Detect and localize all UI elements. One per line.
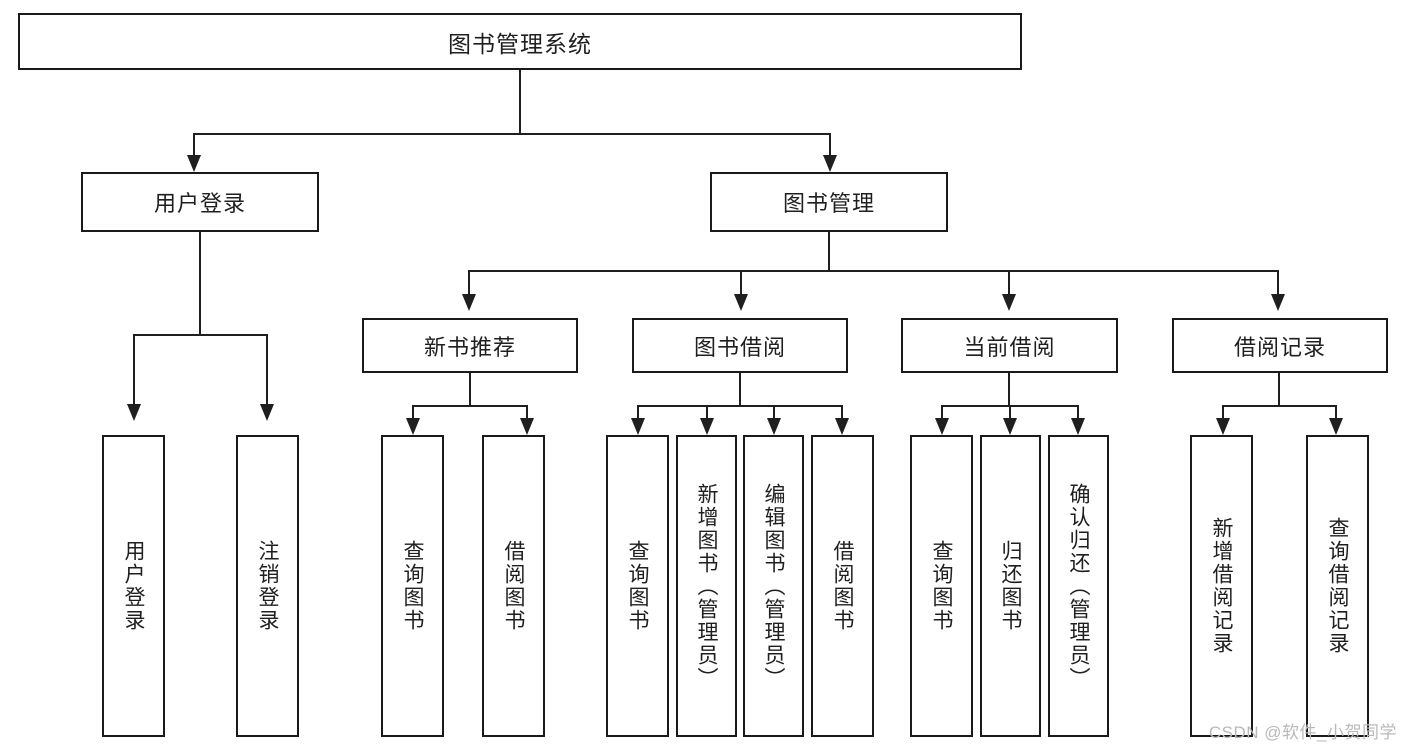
arrow-to-leaf-recommend-search	[406, 418, 420, 435]
arrow-to-leaf-borrow-edit	[767, 418, 781, 435]
connector-borrow-bus	[637, 405, 843, 407]
node-label: 查询图书	[626, 540, 649, 632]
leaf-borrow-add-book[interactable]: 新增图书（管理员）	[676, 435, 737, 737]
arrow-to-leaf-borrow-lend	[835, 418, 849, 435]
node-label: 借阅记录	[1233, 334, 1326, 360]
leaf-recommend-borrow-book[interactable]: 借阅图书	[482, 435, 545, 737]
arrow-to-leaf-logout	[260, 404, 274, 421]
arrow-to-leaf-record-search	[1329, 418, 1343, 435]
connector-level2-bus	[468, 270, 1279, 272]
leaf-logout[interactable]: 注销登录	[236, 435, 299, 737]
node-label: 确认归还（管理员）	[1067, 482, 1090, 690]
connector-recommend-stem	[469, 373, 471, 406]
node-root-system[interactable]: 图书管理系统	[18, 13, 1022, 70]
node-label: 归还图书	[999, 540, 1022, 632]
arrow-to-leaf-current-confirm	[1071, 418, 1085, 435]
connector-current-drop-3	[1077, 405, 1079, 421]
node-label: 新书推荐	[423, 334, 516, 360]
connector-user-login-drop-1	[133, 334, 135, 408]
leaf-borrow-lend-book[interactable]: 借阅图书	[811, 435, 874, 737]
arrow-to-current-borrow	[1002, 294, 1016, 311]
leaf-borrow-edit-book[interactable]: 编辑图书（管理员）	[743, 435, 804, 737]
node-label: 图书管理系统	[448, 30, 592, 57]
node-user-login[interactable]: 用户登录	[81, 172, 319, 232]
leaf-borrow-search-book[interactable]: 查询图书	[606, 435, 669, 737]
connector-current-stem	[1008, 373, 1010, 406]
connector-level2-drop-3	[1008, 270, 1010, 298]
connector-borrow-drop-1	[637, 405, 639, 421]
connector-root-stem	[519, 70, 521, 134]
node-label: 图书借阅	[693, 334, 786, 360]
arrow-to-borrow-record	[1271, 294, 1285, 311]
connector-borrow-drop-4	[841, 405, 843, 421]
connector-level2-drop-1	[468, 270, 470, 298]
node-label: 新增借阅记录	[1210, 517, 1233, 655]
arrow-to-leaf-borrow-add	[700, 418, 714, 435]
connector-record-stem	[1278, 373, 1280, 406]
leaf-current-search-book[interactable]: 查询图书	[910, 435, 973, 737]
arrow-to-leaf-borrow-search	[631, 418, 645, 435]
node-new-book-recommend[interactable]: 新书推荐	[362, 318, 578, 373]
leaf-current-confirm-return[interactable]: 确认归还（管理员）	[1048, 435, 1109, 737]
node-label: 查询图书	[930, 540, 953, 632]
connector-recommend-bus	[412, 405, 528, 407]
connector-record-drop-2	[1335, 405, 1337, 421]
node-label: 查询借阅记录	[1326, 517, 1349, 655]
node-book-manage[interactable]: 图书管理	[710, 172, 948, 232]
node-label: 新增图书（管理员）	[695, 482, 718, 690]
leaf-record-search[interactable]: 查询借阅记录	[1306, 435, 1369, 737]
arrow-to-book-borrow	[734, 294, 748, 311]
connector-current-drop-2	[1009, 405, 1011, 421]
connector-record-drop-1	[1222, 405, 1224, 421]
connector-borrow-stem	[739, 373, 741, 406]
node-label: 注销登录	[256, 540, 279, 632]
leaf-record-add[interactable]: 新增借阅记录	[1190, 435, 1253, 737]
arrow-to-user-login	[187, 155, 201, 172]
connector-record-bus	[1222, 405, 1337, 407]
leaf-user-login[interactable]: 用户登录	[102, 435, 165, 737]
node-label: 用户登录	[153, 191, 246, 216]
connector-borrow-drop-3	[773, 405, 775, 421]
connector-level2-drop-2	[740, 270, 742, 298]
arrow-to-leaf-current-search	[935, 418, 949, 435]
node-current-borrow[interactable]: 当前借阅	[901, 318, 1118, 373]
node-label: 图书管理	[782, 191, 875, 216]
connector-user-login-drop-2	[266, 334, 268, 408]
connector-level1-drop-1	[193, 133, 195, 159]
connector-recommend-drop-2	[526, 405, 528, 421]
arrow-to-book-manage	[823, 155, 837, 172]
connector-book-manage-stem	[828, 232, 830, 271]
connector-user-login-bus	[133, 334, 268, 336]
arrow-to-leaf-record-add	[1216, 418, 1230, 435]
arrow-to-leaf-user-login	[127, 404, 141, 421]
connector-level1-drop-2	[829, 133, 831, 159]
connector-borrow-drop-2	[706, 405, 708, 421]
leaf-recommend-search-book[interactable]: 查询图书	[381, 435, 444, 737]
connector-level2-drop-4	[1277, 270, 1279, 298]
connector-recommend-drop-1	[412, 405, 414, 421]
node-label: 编辑图书（管理员）	[762, 482, 785, 690]
node-label: 借阅图书	[502, 540, 525, 632]
connector-level1-bus	[193, 133, 831, 135]
node-label: 查询图书	[401, 540, 424, 632]
arrow-to-new-book-recommend	[462, 294, 476, 311]
connector-user-login-stem	[199, 232, 201, 335]
node-label: 借阅图书	[831, 540, 854, 632]
arrow-to-leaf-current-return	[1003, 418, 1017, 435]
node-label: 用户登录	[122, 540, 145, 632]
node-book-borrow[interactable]: 图书借阅	[632, 318, 848, 373]
leaf-current-return-book[interactable]: 归还图书	[980, 435, 1041, 737]
connector-current-drop-1	[941, 405, 943, 421]
node-borrow-record[interactable]: 借阅记录	[1172, 318, 1388, 373]
arrow-to-leaf-recommend-borrow	[520, 418, 534, 435]
node-label: 当前借阅	[963, 334, 1056, 360]
